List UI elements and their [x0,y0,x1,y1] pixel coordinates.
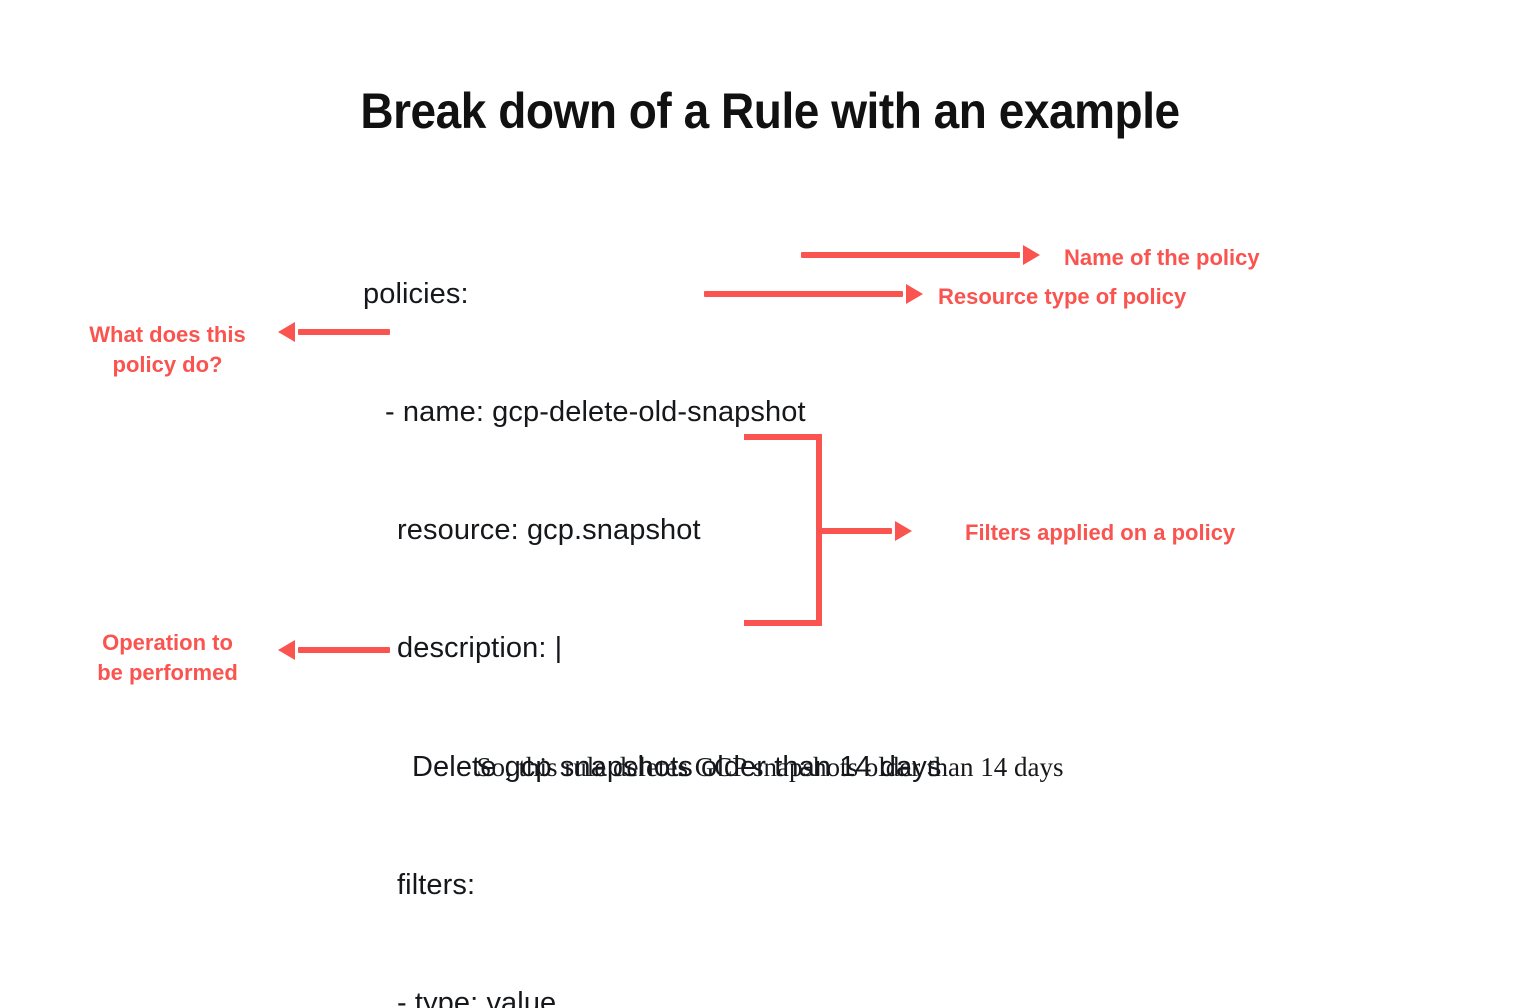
yaml-line-name: - name: gcp-delete-old-snapshot [385,396,806,429]
filters-bracket-icon [744,434,822,626]
yaml-line-filters: filters: [397,868,476,901]
arrow-left-description-icon [298,329,390,335]
yaml-line-filter-type: - type: value [397,987,557,1008]
arrow-right-name-icon [801,252,1020,258]
annotation-filters-applied: Filters applied on a policy [965,520,1236,545]
arrow-left-actions-icon [298,647,390,653]
page-title: Break down of a Rule with an example [360,83,1180,139]
annotation-what-does-policy-do: What does this policy do? [89,322,246,377]
arrow-right-resource-icon [704,291,903,297]
annotation-resource-type: Resource type of policy [938,284,1187,309]
annotation-operation-performed: Operation to be performed [97,630,238,685]
annotation-name-of-policy: Name of the policy [1064,245,1260,270]
yaml-line-description: description: | [397,632,563,665]
yaml-policy-block: policies: - name: gcp-delete-old-snapsho… [363,196,941,1008]
summary-caption: So, this rule deletes GCP snapshots olde… [476,752,1064,782]
yaml-line-description-text: Delete gcp snapshots older than 14 days [412,750,942,783]
yaml-line-policies: policies: [363,277,469,310]
arrow-right-filters-icon [820,528,892,534]
yaml-line-resource: resource: gcp.snapshot [397,514,701,547]
